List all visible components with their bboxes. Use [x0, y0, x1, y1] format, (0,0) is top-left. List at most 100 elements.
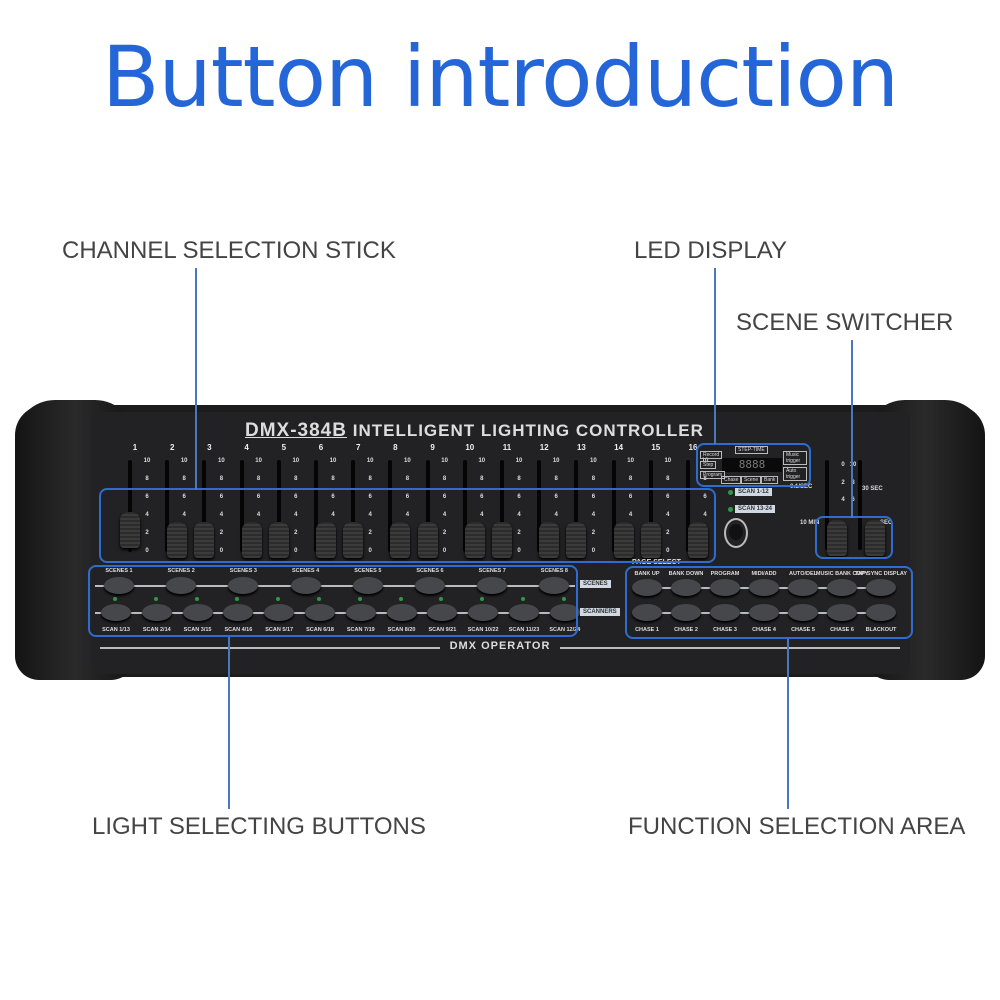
fader-scale-tick: 6 — [256, 494, 261, 500]
speed-fader-knob[interactable] — [827, 520, 847, 556]
scene-button-7[interactable] — [477, 577, 508, 594]
scan-button-1[interactable] — [101, 604, 131, 621]
scene-button-6[interactable] — [415, 577, 445, 594]
highlight-light-buttons — [88, 565, 578, 637]
fade-fader-knob[interactable] — [865, 520, 885, 556]
scanners-tag: SCANNERS — [580, 608, 620, 616]
fader-scale-tick: 4 — [517, 512, 521, 518]
scan-button-10[interactable] — [468, 604, 499, 621]
scene-label: SCENES 8 — [540, 568, 568, 574]
channel-fader-knob[interactable] — [167, 522, 188, 558]
bank-tag: Bank — [761, 476, 779, 484]
channel-fader-knob[interactable] — [241, 522, 262, 558]
page-select-button[interactable] — [729, 524, 743, 540]
highlight-scene-switcher — [815, 516, 893, 559]
scan-button-11[interactable] — [509, 604, 539, 621]
label-scene-switcher: SCENE SWITCHER — [736, 309, 954, 336]
function-label: AUTO/DEL — [788, 571, 817, 577]
scene-button-2[interactable] — [166, 577, 197, 594]
fader-scale-tick: 6 — [703, 494, 707, 500]
function-button-blackout[interactable] — [866, 604, 896, 621]
channel-number: 11 — [502, 443, 512, 452]
fader-scale-tick: 0 — [666, 548, 670, 554]
fader-scale-tick: 6 — [480, 494, 484, 500]
channel-fader-knob[interactable] — [688, 522, 708, 558]
fader-scale-tick: 6 — [219, 494, 224, 500]
scan-button-8[interactable] — [386, 604, 417, 621]
leader-line — [851, 340, 853, 518]
function-label: CHASE 3 — [713, 627, 737, 633]
leader-line — [787, 639, 789, 809]
scene-button-4[interactable] — [290, 577, 321, 594]
scan-led — [561, 597, 566, 601]
scan-label: SCAN 3/15 — [183, 627, 212, 633]
channel-fader-knob[interactable] — [539, 522, 560, 558]
function-button-bank-up[interactable] — [632, 579, 662, 596]
scan-button-7[interactable] — [345, 604, 376, 621]
function-button-auto-del[interactable] — [788, 579, 818, 596]
fader-scale-tick: 8 — [554, 476, 558, 482]
function-button-program[interactable] — [710, 579, 740, 596]
fade-tick: 8 — [851, 480, 855, 486]
scan-label: SCAN 9/21 — [428, 627, 457, 633]
fader-scale-tick: 10 — [292, 458, 300, 464]
record-tag: Record — [700, 451, 723, 459]
scan-button-3[interactable] — [182, 604, 213, 621]
scene-button-5[interactable] — [352, 577, 383, 594]
led-display: 8888 — [722, 458, 782, 472]
function-button-chase-5[interactable] — [788, 604, 818, 621]
scan-button-12[interactable] — [549, 604, 580, 621]
channel-fader-knob[interactable] — [640, 522, 661, 558]
channel-number: 3 — [207, 443, 212, 452]
function-button-music-bank-copy[interactable] — [827, 579, 857, 596]
function-button-chase-2[interactable] — [671, 604, 701, 621]
fader-scale-tick: 2 — [666, 530, 670, 536]
function-button-chase-6[interactable] — [827, 604, 857, 621]
scene-button-8[interactable] — [539, 577, 570, 594]
channel-fader-knob[interactable] — [120, 512, 140, 548]
fader-scale-tick: 8 — [628, 476, 633, 482]
scan-label: SCAN 7/19 — [346, 627, 375, 633]
fader-scale-tick: 0 — [294, 548, 298, 554]
scan-button-4[interactable] — [223, 604, 254, 621]
channel-fader-knob[interactable] — [343, 522, 364, 558]
channel-fader-knob[interactable] — [566, 522, 587, 558]
function-button-midi-add[interactable] — [749, 579, 779, 596]
channel-fader-knob[interactable] — [194, 522, 215, 558]
fader-scale-tick: 6 — [628, 494, 633, 500]
channel-fader-knob[interactable] — [464, 522, 485, 558]
fader-scale-tick: 0 — [145, 548, 149, 554]
function-button-chase-1[interactable] — [632, 604, 662, 621]
divider — [100, 647, 440, 649]
scan-button-9[interactable] — [427, 604, 458, 621]
fader-scale-tick: 8 — [442, 476, 447, 482]
function-button-chase-4[interactable] — [749, 604, 779, 621]
scene-button-1[interactable] — [104, 577, 134, 594]
scan-led — [398, 597, 403, 601]
fader-scale-tick: 8 — [331, 476, 335, 482]
function-button-tap-sync-display[interactable] — [866, 579, 896, 596]
channel-fader-knob[interactable] — [613, 522, 634, 558]
fade-max-label: 30 SEC — [862, 486, 883, 492]
fader-scale-tick: 0 — [368, 548, 372, 554]
channel-fader-knob[interactable] — [492, 522, 512, 558]
page-title: Button introduction — [101, 28, 899, 126]
speed-tick: 4 — [841, 497, 845, 503]
function-button-bank-down[interactable] — [671, 579, 701, 596]
function-button-chase-3[interactable] — [710, 604, 740, 621]
label-channel-selection-stick: CHANNEL SELECTION STICK — [62, 237, 396, 264]
scan-label: SCAN 5/17 — [265, 627, 294, 633]
channel-fader-knob[interactable] — [268, 522, 289, 558]
channel-fader-knob[interactable] — [316, 522, 336, 558]
channel-number: 15 — [651, 443, 661, 452]
fader-scale-tick: 10 — [552, 458, 560, 464]
scan-button-5[interactable] — [264, 604, 295, 621]
scan-button-2[interactable] — [141, 604, 172, 621]
step-tag: Step — [700, 461, 717, 469]
scene-button-3[interactable] — [228, 577, 259, 594]
channel-fader-knob[interactable] — [390, 522, 411, 558]
scan-button-6[interactable] — [305, 604, 335, 621]
channel-number: 7 — [355, 443, 361, 452]
channel-fader-knob[interactable] — [417, 522, 438, 558]
speed-fader-slot — [825, 460, 829, 550]
